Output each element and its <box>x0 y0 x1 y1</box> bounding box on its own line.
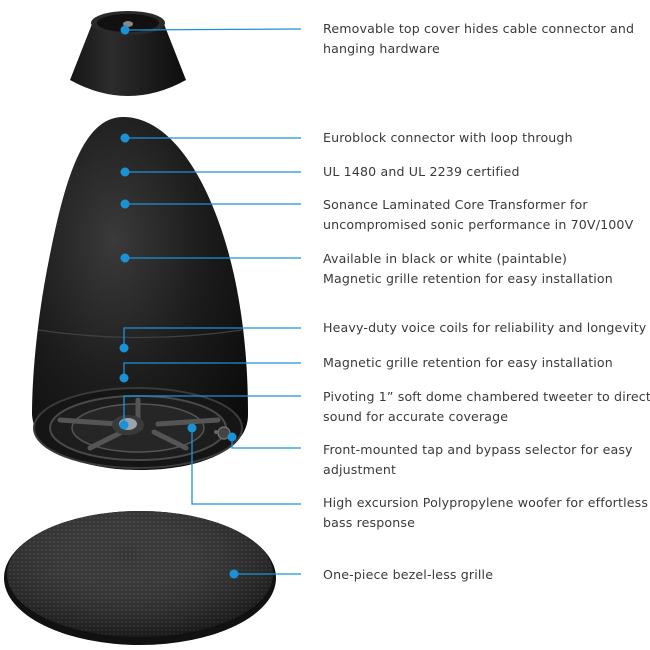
callout-dot-top-cover <box>120 25 130 35</box>
callout-transformer: Sonance Laminated Core Transformer for un… <box>323 195 650 235</box>
callout-line: bass response <box>323 515 415 530</box>
leader-line-woofer <box>191 428 301 505</box>
leader-line-tweeter <box>123 395 301 425</box>
callout-line: Front-mounted tap and bypass selector fo… <box>323 442 633 457</box>
callout-grille-retention: Magnetic grille retention for easy insta… <box>323 353 650 373</box>
callout-line: Removable top cover hides cable connecto… <box>323 21 635 36</box>
callout-line: One-piece bezel-less grille <box>323 567 494 582</box>
callout-line: adjustment <box>323 462 397 477</box>
callout-tweeter: Pivoting 1” soft dome chambered tweeter … <box>323 387 650 427</box>
leader-line-tap-selector <box>231 437 301 449</box>
callout-dot-tweeter <box>119 420 129 430</box>
grille-disc <box>4 511 276 645</box>
callout-line: Available in black or white (paintable) <box>323 251 568 266</box>
callout-dot-woofer <box>187 423 197 433</box>
callout-dot-tap-selector <box>227 432 237 442</box>
callout-leaders <box>119 25 302 579</box>
leader-line-voice-coils <box>123 327 301 348</box>
callout-dot-grille <box>229 569 239 579</box>
callout-line: uncompromised sonic performance in 70V/1… <box>323 217 634 232</box>
callout-colors: Available in black or white (paintable) M… <box>323 249 650 289</box>
callout-line: Euroblock connector with loop through <box>323 130 573 145</box>
callout-top-cover: Removable top cover hides cable connecto… <box>323 19 650 59</box>
callout-line: High excursion Polypropylene woofer for … <box>323 495 649 510</box>
leader-line-top-cover <box>124 28 302 31</box>
callout-line: Pivoting 1” soft dome chambered tweeter … <box>323 389 650 404</box>
callout-ul-cert: UL 1480 and UL 2239 certified <box>323 162 650 182</box>
callout-line: Sonance Laminated Core Transformer for <box>323 197 588 212</box>
leader-line-grille-retention <box>123 362 301 378</box>
callout-grille: One-piece bezel-less grille <box>323 565 650 585</box>
callout-dot-ul-cert <box>120 167 130 177</box>
callout-line: UL 1480 and UL 2239 certified <box>323 164 520 179</box>
callout-line: Magnetic grille retention for easy insta… <box>323 355 613 370</box>
callout-euroblock: Euroblock connector with loop through <box>323 128 650 148</box>
callout-dot-voice-coils <box>119 343 129 353</box>
callout-line: hanging hardware <box>323 41 440 56</box>
callout-dot-euroblock <box>120 133 130 143</box>
callout-tap-selector: Front-mounted tap and bypass selector fo… <box>323 440 650 480</box>
callout-dot-transformer <box>120 199 130 209</box>
callout-woofer: High excursion Polypropylene woofer for … <box>323 493 650 533</box>
pendant-speaker-body <box>32 117 248 470</box>
callout-line: Heavy-duty voice coils for reliability a… <box>323 320 647 335</box>
callout-line: sound for accurate coverage <box>323 409 509 424</box>
callout-dot-colors <box>120 253 130 263</box>
top-cover <box>70 11 186 96</box>
callout-voice-coils: Heavy-duty voice coils for reliability a… <box>323 318 650 338</box>
callout-line: Magnetic grille retention for easy insta… <box>323 271 613 286</box>
callout-dot-grille-retention <box>119 373 129 383</box>
